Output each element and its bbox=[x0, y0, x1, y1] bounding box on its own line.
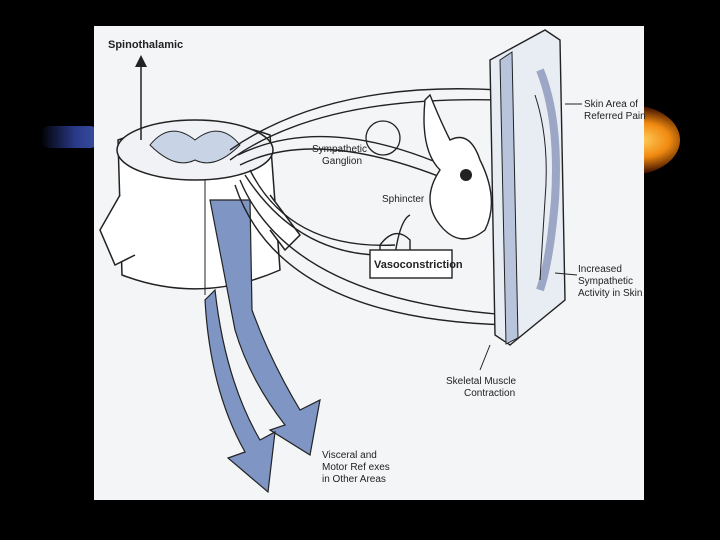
label-other-areas: in Other Areas bbox=[322, 474, 386, 485]
label-contraction: Contraction bbox=[464, 388, 515, 399]
label-increased-sympathetic: Sympathetic bbox=[578, 276, 633, 287]
vasoconstriction-box bbox=[369, 249, 453, 279]
label-vasoconstriction: Vasoconstriction bbox=[374, 259, 463, 271]
skin-muscle-block bbox=[489, 29, 566, 346]
label-skin-area: Skin Area of bbox=[584, 99, 638, 110]
label-referred-pain: Referred Pain bbox=[584, 111, 646, 122]
blue-bar-decoration bbox=[40, 126, 100, 148]
ganglion-circle bbox=[365, 120, 401, 156]
stomach-receptor bbox=[460, 169, 472, 181]
label-increased: Increased bbox=[578, 264, 622, 275]
label-sphincter: Sphincter bbox=[382, 194, 425, 205]
label-visceral: Visceral and bbox=[322, 450, 377, 461]
label-activity-in-skin: Activity in Skin bbox=[578, 288, 642, 299]
nerve-pathways bbox=[229, 88, 511, 326]
label-motor-reflexes: Motor Ref exes bbox=[322, 462, 390, 473]
stomach bbox=[423, 93, 493, 240]
leader-lines bbox=[479, 103, 582, 371]
label-sympathetic: Sympathetic bbox=[312, 144, 367, 155]
label-spinothalamic: Spinothalamic bbox=[108, 39, 183, 51]
visceral-reflex-arrows bbox=[204, 199, 321, 494]
label-ganglion: Ganglion bbox=[322, 156, 362, 167]
label-skeletal-muscle: Skeletal Muscle bbox=[446, 376, 516, 387]
